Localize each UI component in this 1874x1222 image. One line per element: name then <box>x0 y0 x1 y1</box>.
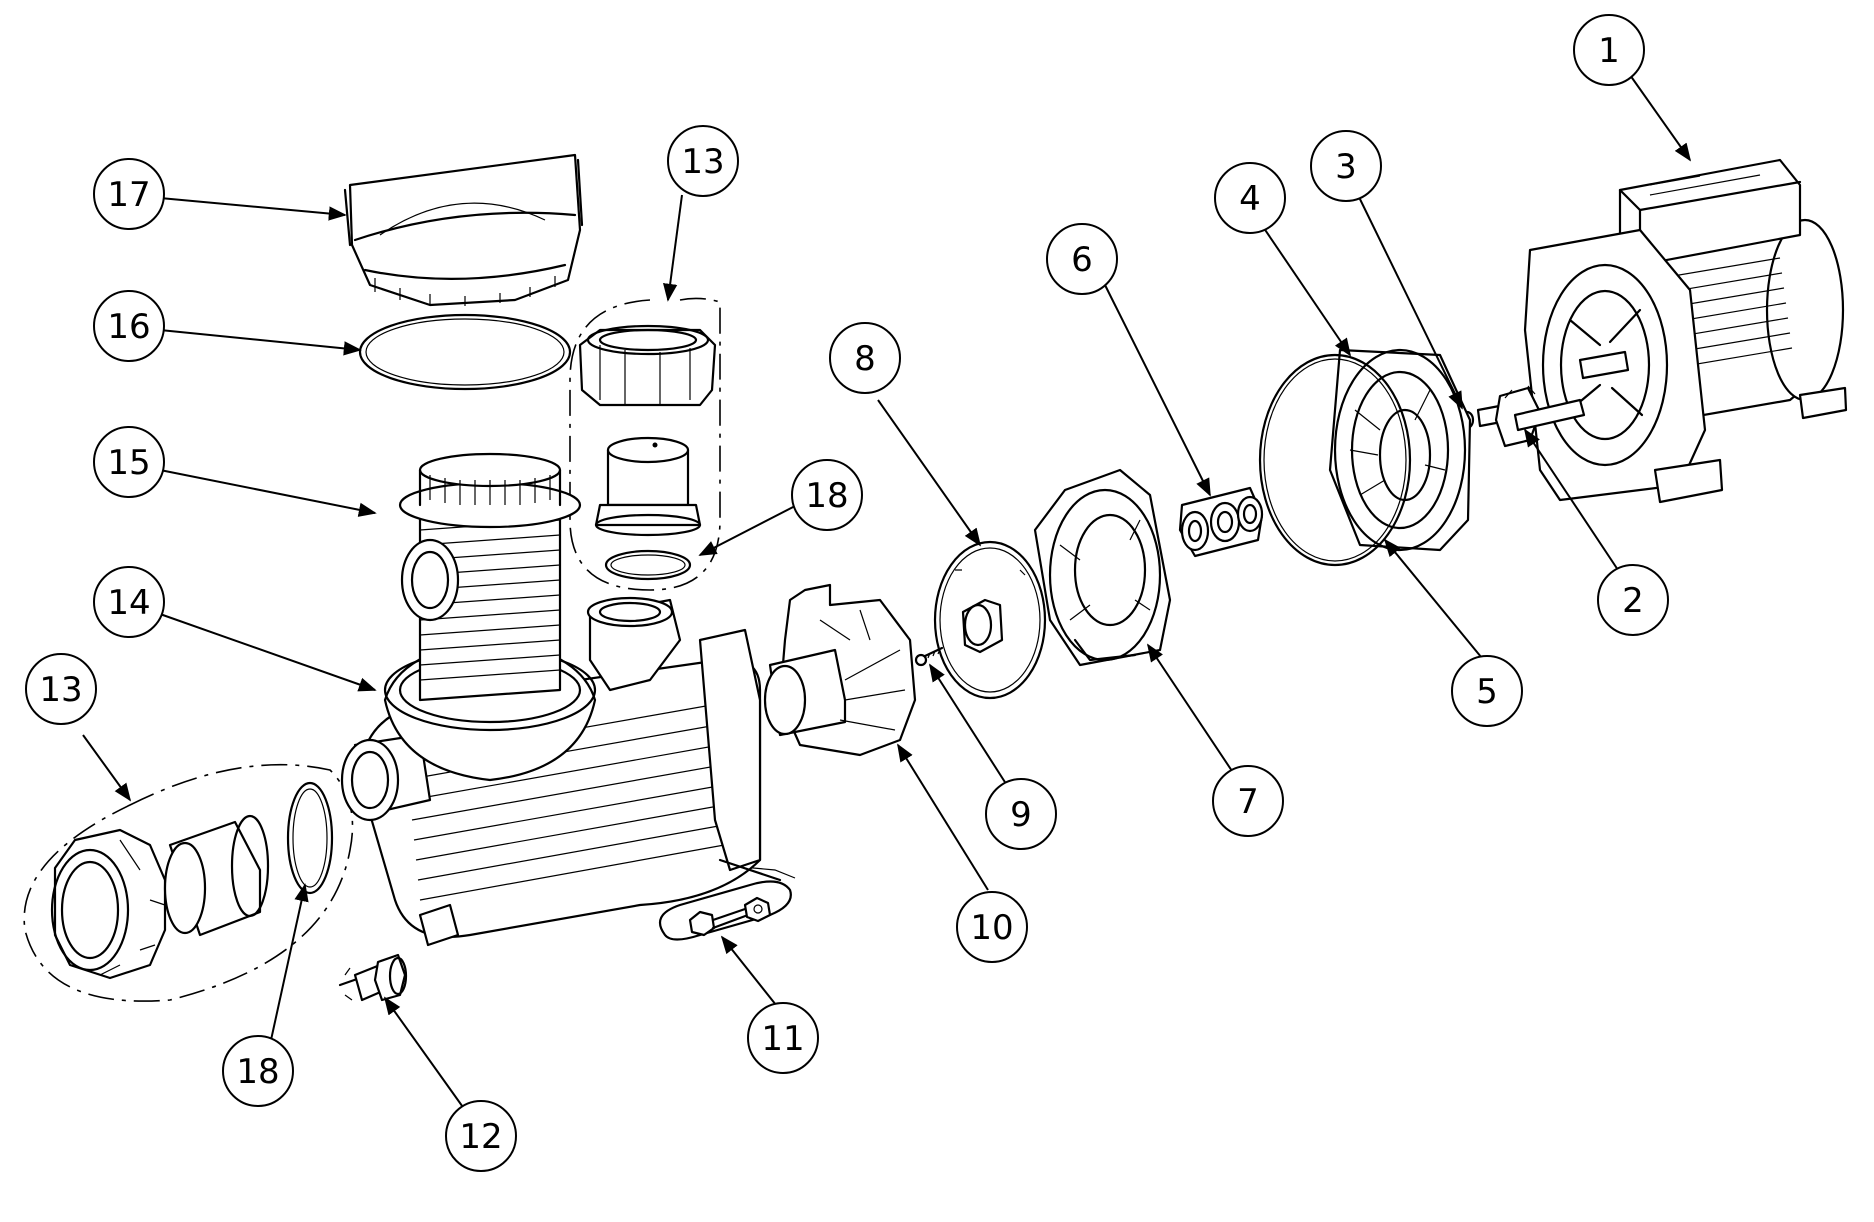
callout-7: 7 <box>1212 765 1284 837</box>
lid-o-ring <box>358 313 572 391</box>
callout-18-lower-label: 18 <box>236 1052 279 1092</box>
callout-13-upper: 13 <box>667 125 739 197</box>
callout-11-label: 11 <box>761 1019 804 1059</box>
callout-1-label: 1 <box>1598 31 1620 71</box>
shaft-adapter <box>1476 385 1586 448</box>
motor <box>1523 158 1848 504</box>
callout-1: 1 <box>1573 14 1645 86</box>
callout-11: 11 <box>747 1002 819 1074</box>
callout-5: 5 <box>1451 655 1523 727</box>
impeller <box>933 540 1047 700</box>
callout-7-label: 7 <box>1237 782 1259 822</box>
callout-6: 6 <box>1046 223 1118 295</box>
callout-18-upper: 18 <box>791 459 863 531</box>
callout-8-label: 8 <box>854 339 876 379</box>
callout-17: 17 <box>93 158 165 230</box>
callout-17-label: 17 <box>107 175 150 215</box>
lower-union-assembly <box>23 763 354 1002</box>
callout-18-upper-label: 18 <box>805 476 848 516</box>
volute-cover <box>763 583 917 757</box>
leader-lines <box>82 74 1692 1111</box>
callout-2-label: 2 <box>1622 581 1644 621</box>
callout-14: 14 <box>93 566 165 638</box>
callout-13-upper-label: 13 <box>681 142 724 182</box>
callout-9: 9 <box>985 778 1057 850</box>
callout-13-lower: 13 <box>25 653 97 725</box>
callout-10-label: 10 <box>970 908 1013 948</box>
callout-2: 2 <box>1597 564 1669 636</box>
callout-3: 3 <box>1310 130 1382 202</box>
callout-3-label: 3 <box>1335 147 1357 187</box>
callout-15: 15 <box>93 426 165 498</box>
pump-body <box>340 452 782 947</box>
seal-plate <box>1328 348 1472 552</box>
callout-14-label: 14 <box>107 583 150 623</box>
callout-13-lower-label: 13 <box>39 670 82 710</box>
small-screw <box>914 646 944 667</box>
upper-union-assembly <box>569 297 721 591</box>
drain-plug <box>338 953 408 1002</box>
callout-6-label: 6 <box>1071 240 1093 280</box>
callout-16-label: 16 <box>107 307 150 347</box>
callout-4: 4 <box>1214 162 1286 234</box>
callout-16: 16 <box>93 290 165 362</box>
strainer-lid <box>343 153 584 307</box>
diffuser <box>1033 468 1172 667</box>
callout-12: 12 <box>445 1100 517 1172</box>
bolt-and-nut <box>658 864 796 941</box>
callout-12-label: 12 <box>459 1117 502 1157</box>
callout-15-label: 15 <box>107 443 150 483</box>
callout-18-lower: 18 <box>222 1035 294 1107</box>
callout-9-label: 9 <box>1010 795 1032 835</box>
callout-10: 10 <box>956 891 1028 963</box>
callout-4-label: 4 <box>1239 179 1261 219</box>
mechanical-seal <box>1178 486 1264 558</box>
callout-8: 8 <box>829 322 901 394</box>
callout-5-label: 5 <box>1476 672 1498 712</box>
